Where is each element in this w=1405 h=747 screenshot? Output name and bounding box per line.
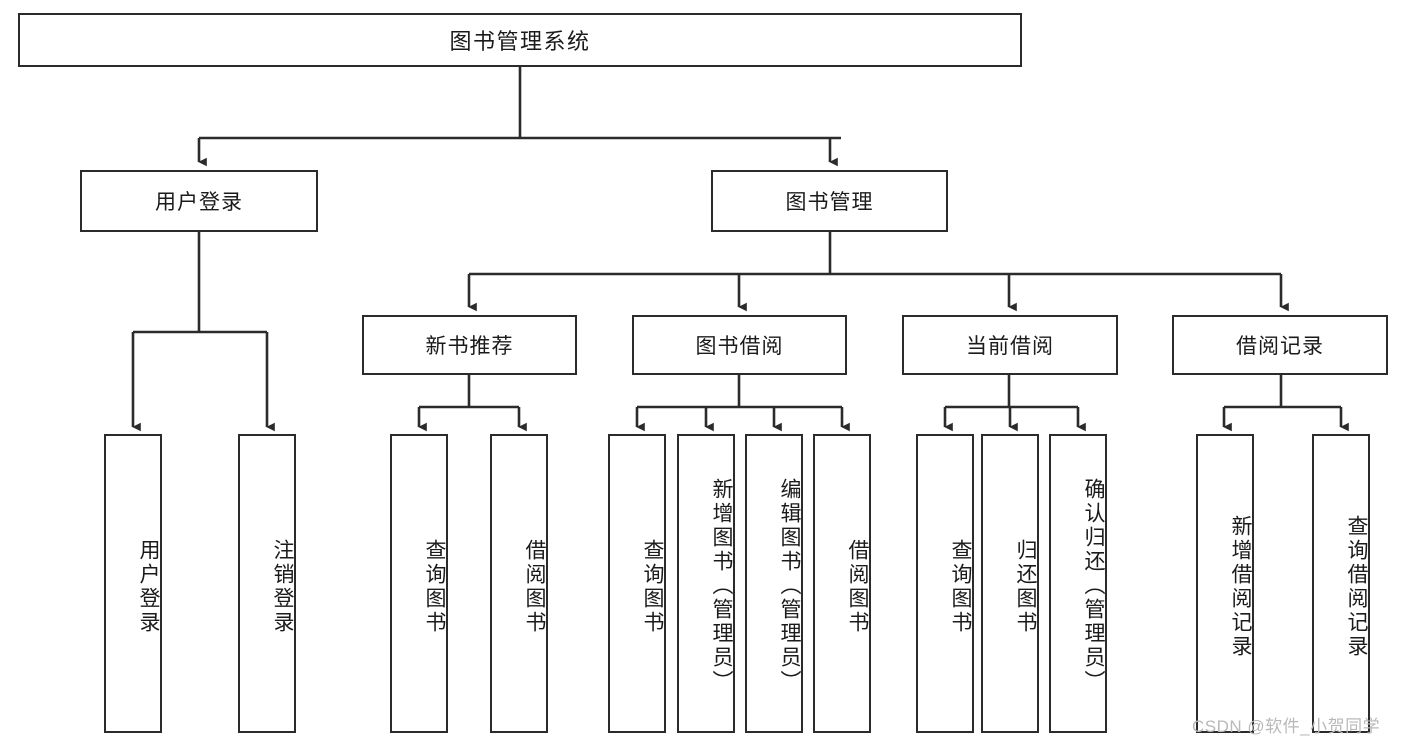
node-leaf-current-borrow-query-book[interactable]: 查询图书 <box>916 434 974 733</box>
node-current-borrow[interactable]: 当前借阅 <box>902 315 1118 375</box>
node-leaf-book-borrow-edit-book-admin[interactable]: 编辑图书（管理员） <box>745 434 803 733</box>
node-leaf-new-book-borrow-book[interactable]: 借阅图书 <box>490 434 548 733</box>
node-new-book-recommend[interactable]: 新书推荐 <box>362 315 577 375</box>
node-leaf-book-borrow-query-book[interactable]: 查询图书 <box>608 434 666 733</box>
node-root-library-system[interactable]: 图书管理系统 <box>18 13 1022 67</box>
node-leaf-book-borrow-add-book-admin[interactable]: 新增图书（管理员） <box>677 434 735 733</box>
node-leaf-current-borrow-confirm-return-admin[interactable]: 确认归还（管理员） <box>1049 434 1107 733</box>
node-user-login[interactable]: 用户登录 <box>80 170 318 232</box>
csdn-watermark: CSDN @软件_小贺同学 <box>1192 717 1381 736</box>
node-leaf-current-borrow-return-book[interactable]: 归还图书 <box>981 434 1039 733</box>
node-leaf-book-borrow-borrow-book[interactable]: 借阅图书 <box>813 434 871 733</box>
node-leaf-new-book-query-book[interactable]: 查询图书 <box>390 434 448 733</box>
node-book-management[interactable]: 图书管理 <box>711 170 948 232</box>
node-leaf-borrow-record-add-record[interactable]: 新增借阅记录 <box>1196 434 1254 733</box>
node-leaf-borrow-record-query-record[interactable]: 查询借阅记录 <box>1312 434 1370 733</box>
node-leaf-user-login-signout[interactable]: 注销登录 <box>238 434 296 733</box>
node-borrow-record[interactable]: 借阅记录 <box>1172 315 1388 375</box>
node-book-borrow[interactable]: 图书借阅 <box>632 315 847 375</box>
node-leaf-user-login-signin[interactable]: 用户登录 <box>104 434 162 733</box>
